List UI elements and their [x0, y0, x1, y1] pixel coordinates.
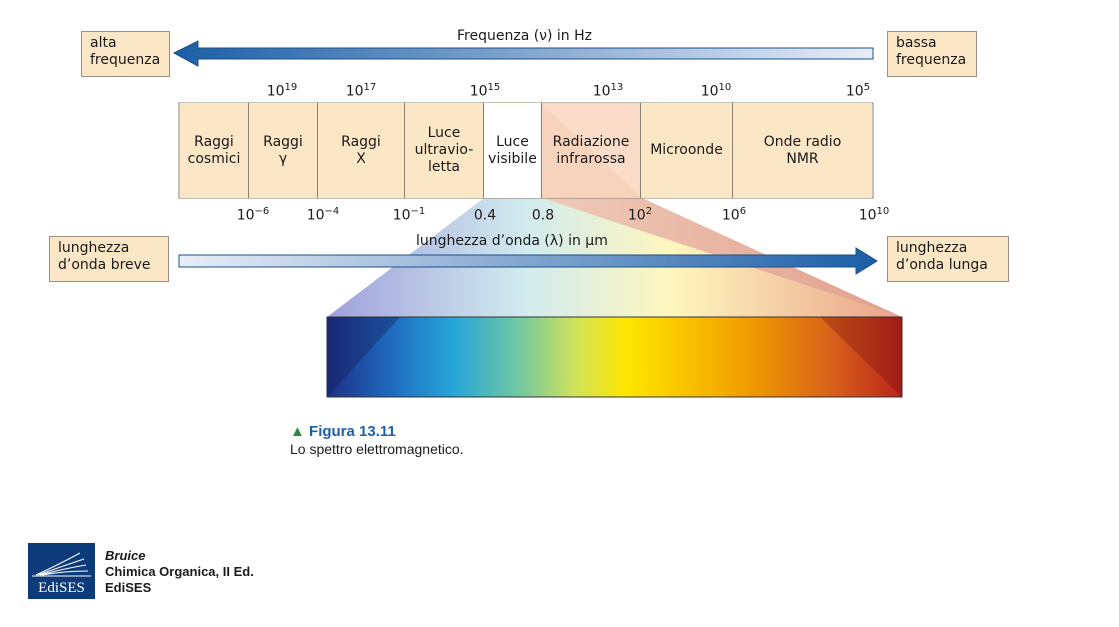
frequency-tick: 1017: [345, 82, 377, 100]
high-frequency-label: alta frequenza: [81, 31, 170, 77]
book-credits: Bruice Chimica Organica, II Ed. EdiSES: [105, 548, 254, 596]
book-title: Chimica Organica, II Ed.: [105, 564, 254, 579]
band-ultraviolet: Luce ultravio- letta: [405, 103, 484, 198]
band-gamma-rays: Raggi γ: [249, 103, 318, 198]
publisher-name: EdiSES: [105, 580, 152, 595]
wavelength-tick: 0.8: [531, 207, 555, 224]
frequency-tick: 1010: [700, 82, 732, 100]
logo-text: EdiSES: [38, 580, 85, 596]
band-x-rays: Raggi X: [318, 103, 405, 198]
triangle-icon: ▲: [290, 423, 305, 440]
wavelength-tick: 10−4: [306, 206, 340, 224]
frequency-tick: 1013: [592, 82, 624, 100]
strip-violet-shade: [327, 317, 400, 397]
band-radio-waves: Onde radio NMR: [733, 103, 872, 198]
wavelength-tick: 1010: [858, 206, 890, 224]
book-icon: [32, 552, 91, 577]
frequency-tick: 1019: [266, 82, 298, 100]
wavelength-axis-title: lunghezza d’onda (λ) in µm: [416, 233, 608, 249]
wavelength-tick: 10−6: [236, 206, 270, 224]
low-frequency-label: bassa frequenza: [887, 31, 977, 77]
frequency-axis-title: Frequenza (ν) in Hz: [457, 28, 593, 44]
infrared-fan-shade: [542, 104, 902, 317]
publisher-logo: EdiSES: [28, 543, 95, 599]
figure-number: Figura 13.11: [309, 423, 396, 440]
band-cosmic-rays: Raggi cosmici: [180, 103, 249, 198]
short-wavelength-label: lunghezza d’onda breve: [49, 236, 169, 282]
band-infrared: Radiazione infrarossa: [542, 103, 641, 198]
wavelength-arrow: [178, 247, 878, 275]
frequency-arrow: [172, 40, 874, 67]
figure-caption-title: ▲ Figura 13.11: [290, 423, 396, 440]
band-microwaves: Microonde: [641, 103, 733, 198]
author-name: Bruice: [105, 548, 146, 563]
wavelength-tick: 106: [721, 206, 747, 224]
wavelength-tick: 102: [627, 206, 653, 224]
visible-spectrum-strip: [326, 316, 903, 398]
wavelength-tick: 0.4: [473, 207, 497, 224]
frequency-tick: 105: [845, 82, 871, 100]
figure-caption-text: Lo spettro elettromagnetico.: [290, 441, 464, 457]
long-wavelength-label: lunghezza d’onda lunga: [887, 236, 1009, 282]
wavelength-tick: 10−1: [392, 206, 426, 224]
band-visible-light: Luce visibile: [484, 103, 542, 198]
frequency-tick: 1015: [469, 82, 501, 100]
strip-red-shade: [820, 317, 902, 397]
